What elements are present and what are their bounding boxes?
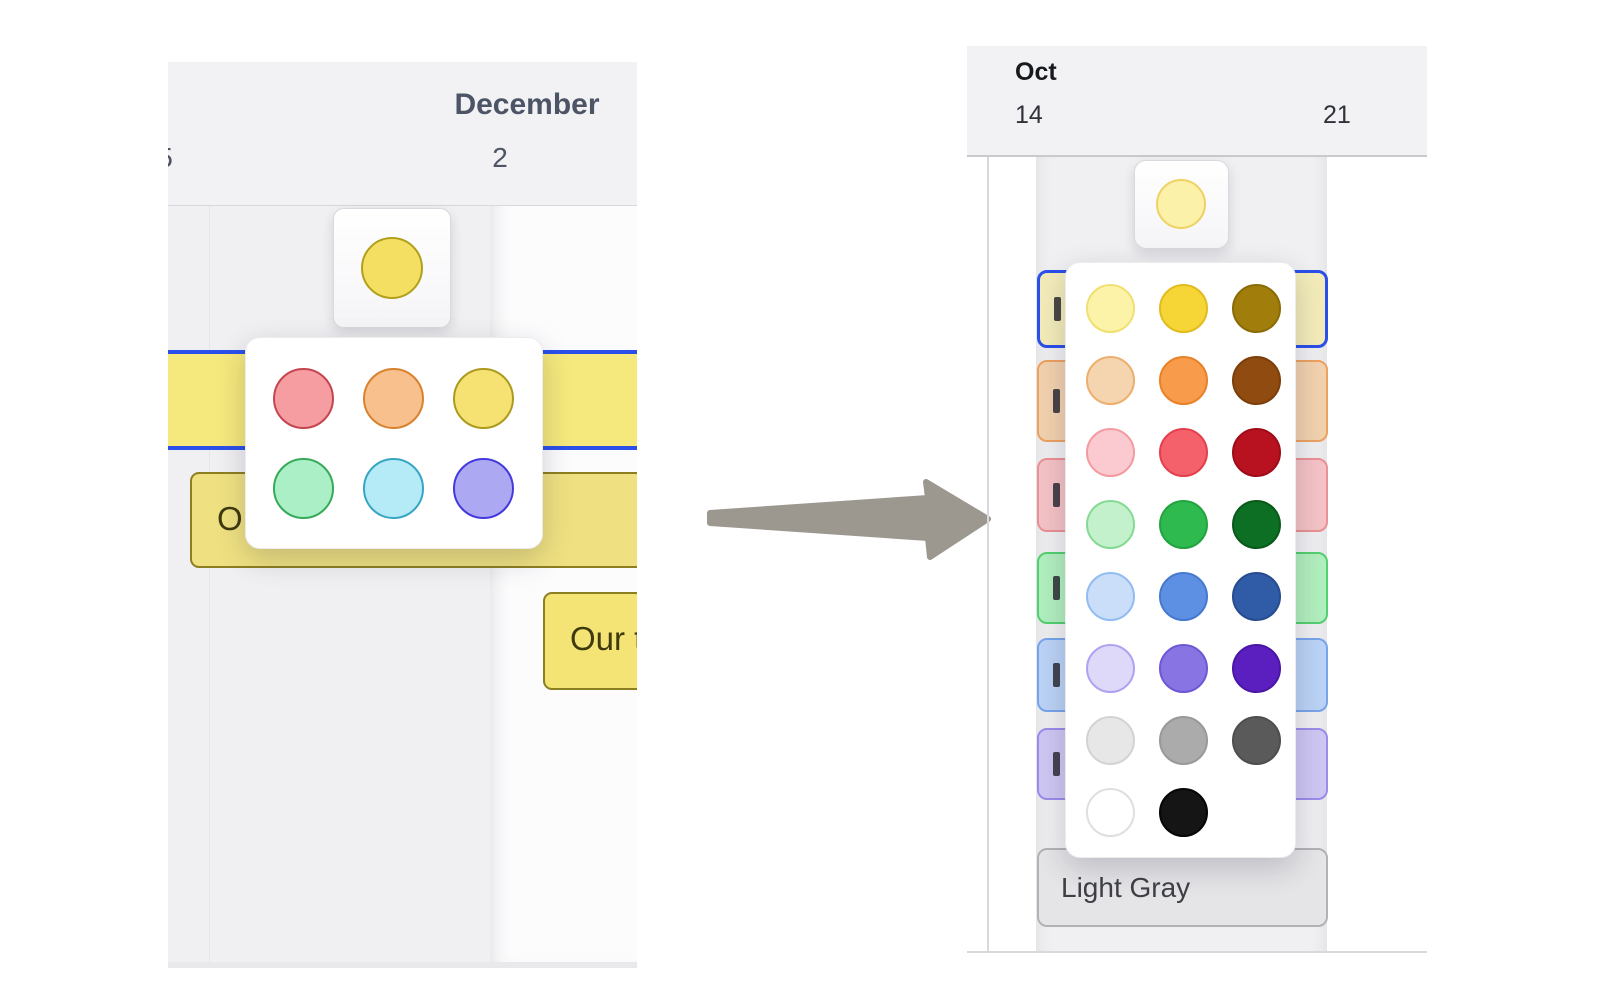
timeline-left-border (987, 157, 989, 952)
timeline-bar-yellow-our-t[interactable]: Our t (543, 592, 637, 690)
palette-color-swatch[interactable] (453, 368, 514, 429)
palette-color-swatch[interactable] (1086, 356, 1135, 405)
scrollbar-track[interactable] (168, 962, 637, 968)
timeline-bar-label: Light Gray (1061, 872, 1191, 903)
color-swatch-button[interactable] (1134, 160, 1229, 249)
palette-color-swatch[interactable] (1086, 284, 1135, 333)
palette-color-swatch[interactable] (1232, 500, 1281, 549)
timeline-panel-before: O Our t December 5 2 (168, 62, 637, 968)
timeline-header: Oct 14 21 (967, 46, 1427, 157)
palette-color-swatch[interactable] (1086, 644, 1135, 693)
palette-color-swatch[interactable] (1159, 428, 1208, 477)
palette-color-swatch[interactable] (1232, 572, 1281, 621)
clipped-label-stub (1053, 389, 1060, 413)
current-color-circle (361, 237, 423, 299)
palette-color-swatch[interactable] (273, 458, 334, 519)
clipped-label-stub (1053, 663, 1060, 687)
timeline-bar[interactable]: Light Gray (1037, 848, 1328, 927)
palette-color-swatch[interactable] (1159, 500, 1208, 549)
clipped-label-stub (1053, 752, 1060, 776)
day-tick-label: 5 (168, 142, 173, 174)
palette-color-swatch[interactable] (1232, 284, 1281, 333)
palette-color-swatch[interactable] (453, 458, 514, 519)
color-swatch-button[interactable] (333, 208, 451, 328)
palette-color-swatch[interactable] (1086, 572, 1135, 621)
transform-arrow (696, 474, 996, 564)
arrow-shape (707, 479, 991, 560)
clipped-label-stub (1053, 576, 1060, 600)
current-color-circle (1156, 179, 1206, 229)
timeline-bottom-border (967, 951, 1427, 953)
timeline-header: December 5 2 (168, 62, 637, 206)
palette-color-swatch[interactable] (363, 368, 424, 429)
palette-color-swatch[interactable] (1159, 572, 1208, 621)
timeline-bar-label: Our t (570, 620, 637, 657)
timeline-bar-label: O (217, 500, 243, 537)
palette-color-swatch[interactable] (1086, 788, 1135, 837)
month-label: December (454, 88, 600, 121)
day-tick-label: 14 (1015, 101, 1043, 129)
timeline-gridline (209, 206, 210, 962)
palette-color-swatch[interactable] (1232, 356, 1281, 405)
palette-color-swatch[interactable] (1232, 428, 1281, 477)
palette-color-swatch[interactable] (1232, 644, 1281, 693)
clipped-label-stub (1054, 297, 1061, 321)
palette-color-swatch[interactable] (1159, 716, 1208, 765)
clipped-label-stub (1053, 483, 1060, 507)
palette-color-swatch[interactable] (1086, 716, 1135, 765)
month-label: Oct (1015, 58, 1057, 86)
palette-color-swatch[interactable] (1159, 356, 1208, 405)
palette-color-swatch[interactable] (1159, 788, 1208, 837)
palette-color-swatch[interactable] (1086, 500, 1135, 549)
palette-color-swatch[interactable] (1159, 284, 1208, 333)
day-tick-label: 2 (492, 142, 508, 173)
palette-color-swatch[interactable] (363, 458, 424, 519)
palette-color-swatch[interactable] (1232, 716, 1281, 765)
palette-color-swatch[interactable] (1159, 644, 1208, 693)
palette-color-swatch[interactable] (1086, 428, 1135, 477)
color-picker-popup-expanded (1065, 262, 1296, 858)
palette-color-swatch[interactable] (273, 368, 334, 429)
color-picker-popup-small (245, 337, 543, 549)
day-tick-label: 21 (1323, 101, 1351, 129)
